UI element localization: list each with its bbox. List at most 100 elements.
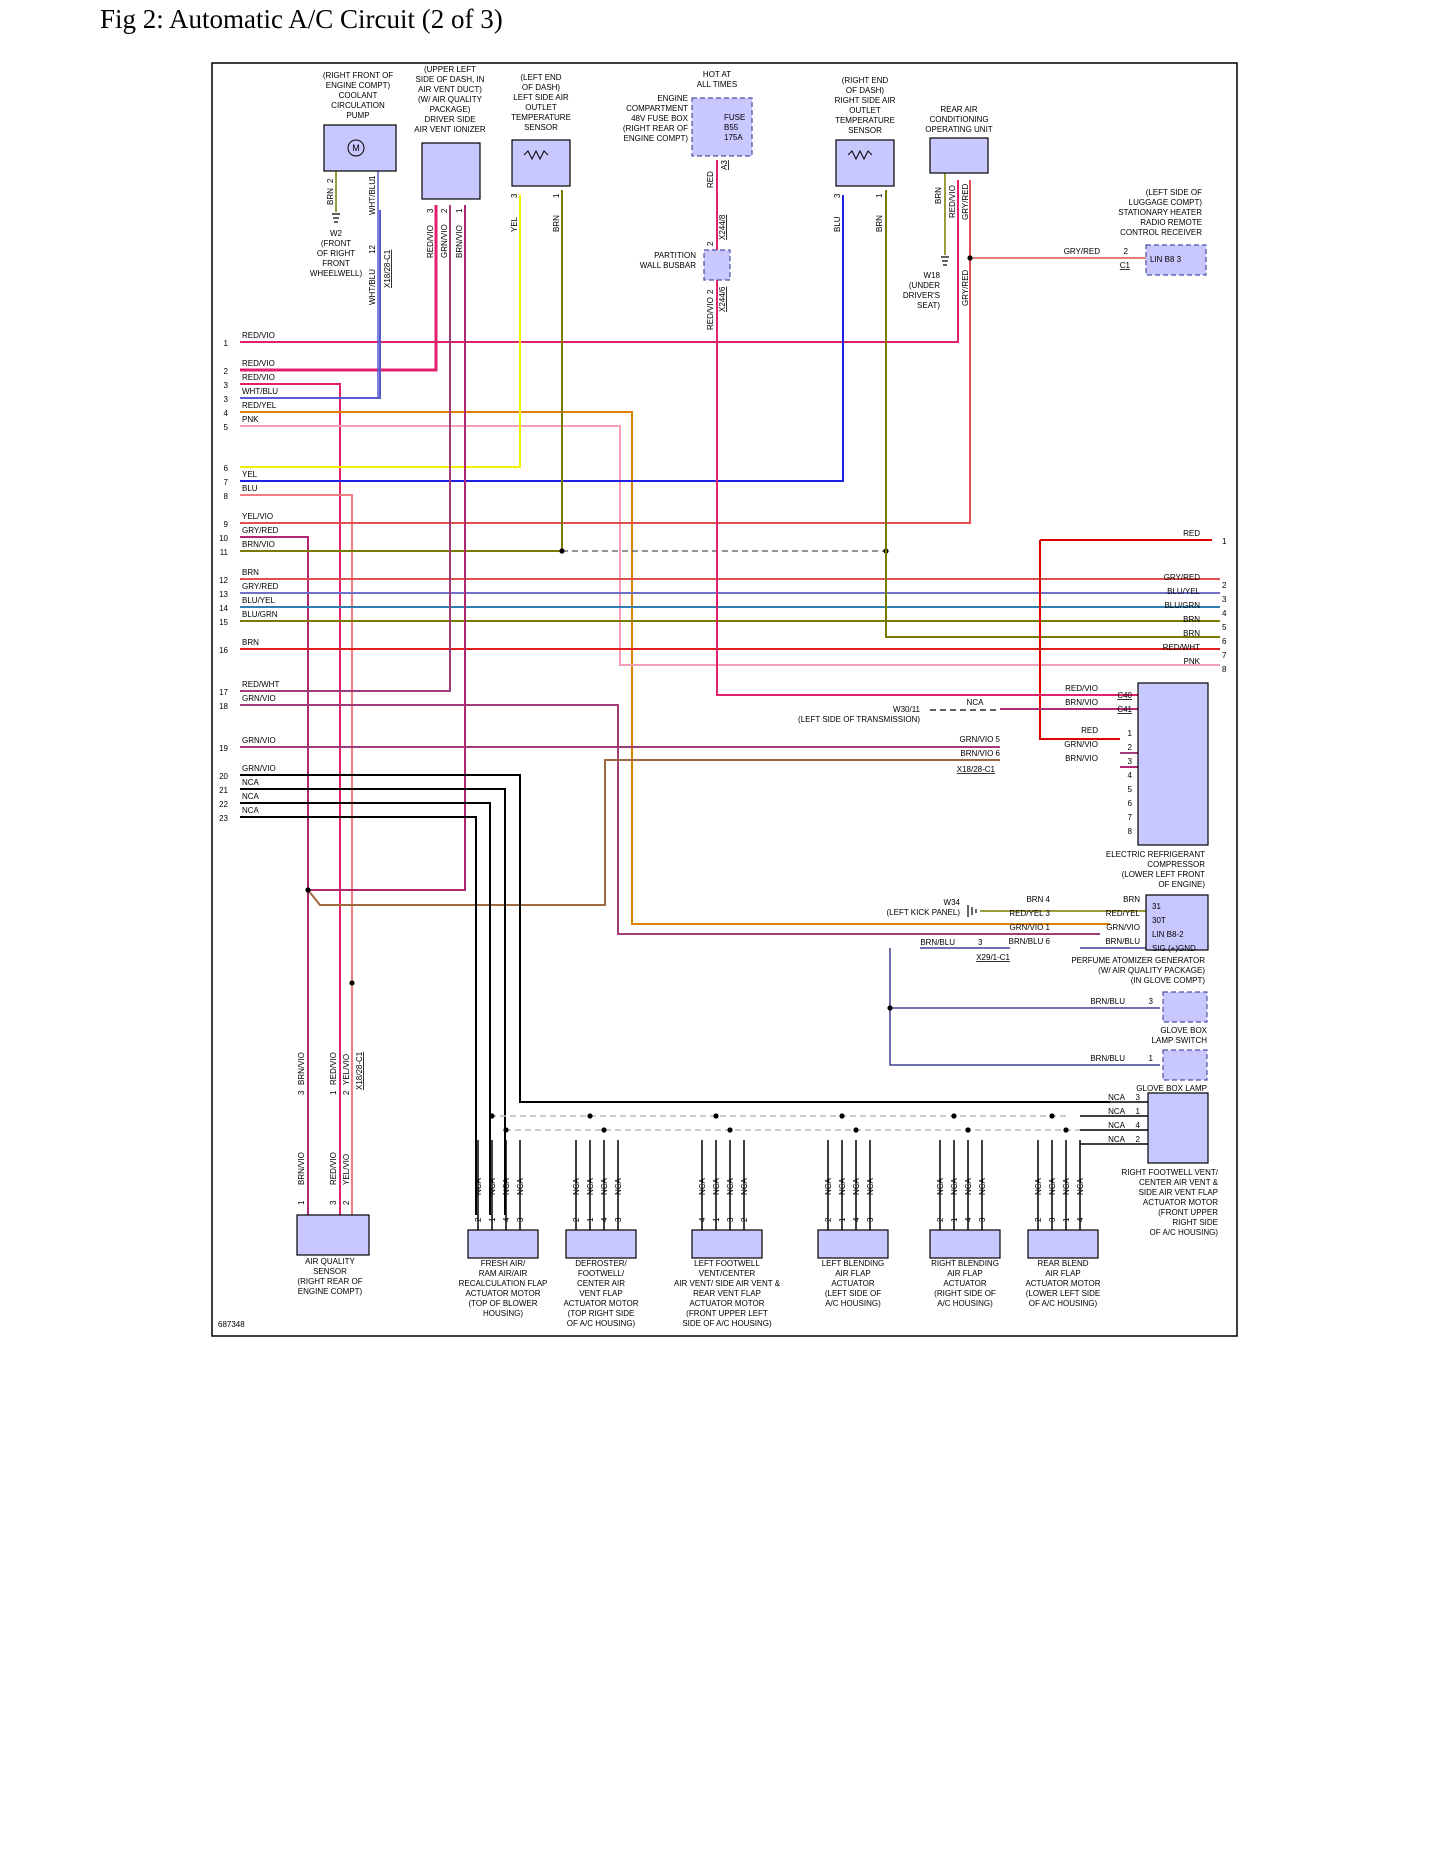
- wire-label: GRY/RED: [1064, 247, 1101, 256]
- busbar-label-text: WALL BUSBAR: [640, 261, 697, 270]
- right-footwell-label-text: RIGHT SIDE: [1172, 1218, 1218, 1227]
- vertical-wire-label: RED/VIO: [948, 185, 957, 218]
- ionizer-label-text: (UPPER LEFT: [424, 65, 476, 74]
- right-footwell-label-text: (FRONT UPPER: [1158, 1208, 1218, 1217]
- pin-number: 12: [368, 245, 377, 254]
- actuator-label-rear-blend-text: AIR FLAP: [1045, 1269, 1081, 1278]
- left-wire-label: BLU/GRN: [242, 610, 278, 619]
- vertical-wire-label: WHT/BLU: [368, 179, 377, 215]
- wire-18-grn-vio: [240, 205, 451, 692]
- wire-9-yel-vio: [240, 494, 353, 1240]
- pin-number: 3: [978, 938, 983, 947]
- vertical-wire-label: GRY/RED: [961, 183, 970, 220]
- actuator-label-right-blending-text: RIGHT BLENDING: [931, 1259, 999, 1268]
- compressor-label-text: (LOWER LEFT FRONT: [1122, 870, 1206, 879]
- left-wire-number: 3: [224, 381, 229, 390]
- vertical-wire-label: NCA: [1062, 1177, 1071, 1195]
- left-wire-label: BLU: [242, 484, 258, 493]
- pin-number: 4: [502, 1217, 511, 1222]
- actuator-label-right-blending-text: AIR FLAP: [947, 1269, 983, 1278]
- pin-number: 1: [838, 1217, 847, 1222]
- actuator-label-fresh-air-text: HOUSING): [483, 1309, 523, 1318]
- pin-number: 3: [1136, 1093, 1141, 1102]
- wire-red-compressor: [1039, 540, 1120, 740]
- wire-8-blu: [240, 195, 844, 482]
- fuse-label-text: B55: [724, 123, 739, 132]
- left-wire-number: 14: [219, 604, 228, 613]
- wire-label: NCA: [1108, 1121, 1126, 1130]
- pin-number: 1: [455, 208, 464, 213]
- perfume-pin: 31: [1152, 902, 1161, 911]
- actuator-label-left-footwell-text: VENT/CENTER: [699, 1269, 756, 1278]
- left-wire-label: RED/WHT: [242, 680, 279, 689]
- actuator-label-defroster-text: OF A/C HOUSING): [567, 1319, 636, 1328]
- pin-number: 2: [1128, 743, 1133, 752]
- splice-dot: [839, 1113, 845, 1119]
- right-temp-sensor-label-text: SENSOR: [848, 126, 882, 135]
- actuator-label-rear-blend-text: (LOWER LEFT SIDE: [1026, 1289, 1101, 1298]
- vertical-wire-label: RED/VIO: [426, 225, 435, 258]
- vertical-wire-label: NCA: [964, 1177, 973, 1195]
- vertical-wire-label: NCA: [838, 1177, 847, 1195]
- splice-dot: [503, 1127, 509, 1133]
- pin-number: 1: [1128, 729, 1133, 738]
- vertical-wire-label: NCA: [824, 1177, 833, 1195]
- actuator-label-left-blending-text: (LEFT SIDE OF: [825, 1289, 881, 1298]
- actuator-label-fresh-air-text: RECALCULATION FLAP: [459, 1279, 548, 1288]
- pin-number: 1: [1062, 1217, 1071, 1222]
- fuse-box-label-text: COMPARTMENT: [626, 104, 688, 113]
- vertical-wire-label: YEL/VIO: [342, 1054, 351, 1085]
- pin-number: 1: [950, 1217, 959, 1222]
- w34-label-text: W34: [944, 898, 961, 907]
- vertical-wire-label: RED/VIO: [329, 1152, 338, 1185]
- w2-ground-label-text: W2: [330, 229, 343, 238]
- components: [296, 97, 1209, 1259]
- pin-number: 2: [342, 1200, 351, 1205]
- connector-x18-28-c1: X18/28-C1: [383, 249, 392, 288]
- vertical-wire-label: NCA: [726, 1177, 735, 1195]
- ionizer-box: [421, 142, 481, 200]
- perfume-pin: SIG (+)GND: [1152, 944, 1196, 953]
- right-temp-sensor-label-text: TEMPERATURE: [835, 116, 895, 125]
- splice-dot: [853, 1127, 859, 1133]
- connector-lin-b8-3: LIN B8 3: [1150, 255, 1182, 264]
- left-wire-label: BRN/VIO: [242, 540, 275, 549]
- right-wire-label: BRN: [1183, 615, 1200, 624]
- splice-dot: [965, 1127, 971, 1133]
- left-wire-label: NCA: [242, 806, 260, 815]
- pin-number: 4: [1128, 771, 1133, 780]
- coolant-pump-label-text: ENGINE COMPT): [326, 81, 391, 90]
- pin-number: 8: [1128, 827, 1133, 836]
- splice-dot: [305, 887, 311, 893]
- glove-box-switch-label-text: GLOVE BOX: [1160, 1026, 1207, 1035]
- pin-number: 3: [1128, 757, 1133, 766]
- wire-label: BRN/VIO: [1065, 698, 1098, 707]
- vertical-wire-label: BLU: [833, 216, 842, 232]
- heater-receiver-label-text: LUGGAGE COMPT): [1129, 198, 1203, 207]
- connector-c40: C40: [1117, 691, 1132, 700]
- vertical-wire-label: GRY/RED: [961, 269, 970, 306]
- perfume-pin: 30T: [1152, 916, 1166, 925]
- wire-6-brn: [885, 551, 1220, 638]
- wire-22-nca: [240, 788, 506, 1215]
- right-temp-sensor-label-text: (RIGHT END: [842, 76, 889, 85]
- left-wire-number: 23: [219, 814, 228, 823]
- pin-number: 1: [368, 175, 377, 180]
- splice-dot: [601, 1127, 607, 1133]
- left-wire-number: 6: [224, 464, 229, 473]
- vertical-wire-label: NCA: [600, 1177, 609, 1195]
- right-temp-sensor-label-text: OUTLET: [849, 106, 881, 115]
- vertical-wire-label: NCA: [614, 1177, 623, 1195]
- vertical-wire-label: NCA: [586, 1177, 595, 1195]
- heater-receiver-label-text: STATIONARY HEATER: [1118, 208, 1202, 217]
- actuator-box-right-blending: [929, 1229, 1001, 1259]
- connector-x18-28-c1: X18/28-C1: [957, 765, 996, 774]
- left-wire-number: 10: [219, 534, 228, 543]
- wire-21-nca: [240, 774, 1110, 1103]
- left-wire-number: 7: [224, 478, 229, 487]
- wire-label: RED/YEL 3: [1009, 909, 1050, 918]
- splice-dot: [967, 255, 973, 261]
- wire-5-pnk: [240, 425, 1220, 666]
- coolant-pump-label-text: CIRCULATION: [331, 101, 385, 110]
